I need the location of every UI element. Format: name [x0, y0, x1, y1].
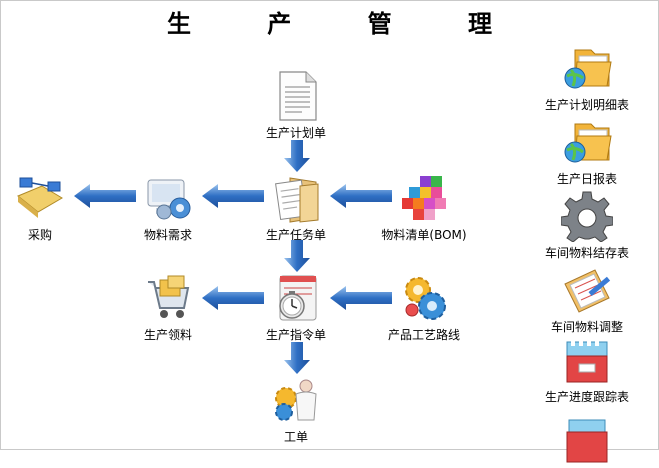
- sidebar-item-workshop-stock[interactable]: 车间物料结存表: [527, 190, 647, 261]
- cart-icon: [148, 275, 190, 318]
- gears-icon: [405, 277, 446, 320]
- sidebar-item-label: 生产进度跟踪表: [544, 390, 629, 404]
- node-label: 物料清单(BOM): [381, 228, 467, 242]
- node-label: 生产计划单: [265, 126, 326, 140]
- node-production-task[interactable]: 生产任务单: [236, 172, 356, 243]
- sidebar-item-label: 车间物料结存表: [544, 246, 629, 260]
- worker-gears-icon: [275, 379, 317, 421]
- sidebar-item-label: 车间物料调整: [550, 320, 623, 334]
- node-label: 采购: [27, 228, 52, 242]
- file-box-icon: [566, 419, 608, 463]
- monitor-gear-icon: [147, 179, 191, 220]
- sidebar-item-workshop-adjust[interactable]: 车间物料调整: [527, 264, 647, 335]
- arrow-left-process-order: [330, 286, 392, 310]
- arrow-left-task-demand: [202, 184, 264, 208]
- gear-icon: [561, 191, 613, 242]
- blocks-icon: [402, 176, 446, 220]
- node-material-picking[interactable]: 生产领料: [108, 272, 228, 343]
- node-label: 生产领料: [143, 328, 192, 342]
- node-process-route[interactable]: 产品工艺路线: [364, 272, 484, 343]
- clipboard-stopwatch-icon: [279, 275, 317, 321]
- node-label: 物料需求: [143, 228, 192, 242]
- folder-globe-icon: [564, 49, 612, 89]
- clipboard-pencil-icon: [564, 269, 611, 313]
- folder-globe-icon: [564, 123, 612, 163]
- node-bom[interactable]: 物料清单(BOM): [364, 172, 484, 243]
- node-purchase[interactable]: 采购: [0, 172, 100, 243]
- node-production-plan[interactable]: 生产计划单: [236, 70, 356, 141]
- sidebar-item-plan-detail[interactable]: 生产计划明细表: [527, 42, 647, 113]
- node-label: 产品工艺路线: [387, 328, 460, 342]
- node-label: 生产任务单: [265, 228, 326, 242]
- arrow-left-bom-task: [330, 184, 392, 208]
- node-material-demand[interactable]: 物料需求: [108, 172, 228, 243]
- sidebar-item-label: 生产计划明细表: [544, 98, 629, 112]
- sidebar-item-daily-report[interactable]: 生产日报表: [527, 116, 647, 187]
- sidebar-item-label: 生产日报表: [556, 172, 617, 186]
- sidebar-item-report-box[interactable]: [527, 416, 647, 468]
- sidebar-item-progress-tracking[interactable]: 生产进度跟踪表: [527, 334, 647, 405]
- node-work-order[interactable]: 工单: [236, 374, 356, 445]
- node-label: 工单: [283, 430, 308, 444]
- folder-documents-icon: [275, 177, 319, 223]
- arrow-down-plan-task: [284, 140, 310, 172]
- page-title: 生 产 管 理: [166, 9, 527, 38]
- network-folder-icon: [17, 177, 63, 218]
- node-label: 生产指令单: [265, 328, 326, 342]
- arrow-left-order-picking: [202, 286, 264, 310]
- file-box-icon: [566, 340, 608, 383]
- arrow-down-task-order: [284, 240, 310, 272]
- arrow-left-demand-purchase: [74, 184, 136, 208]
- arrow-down-order-work: [284, 342, 310, 374]
- node-production-order[interactable]: 生产指令单: [236, 272, 356, 343]
- document-icon: [279, 71, 317, 121]
